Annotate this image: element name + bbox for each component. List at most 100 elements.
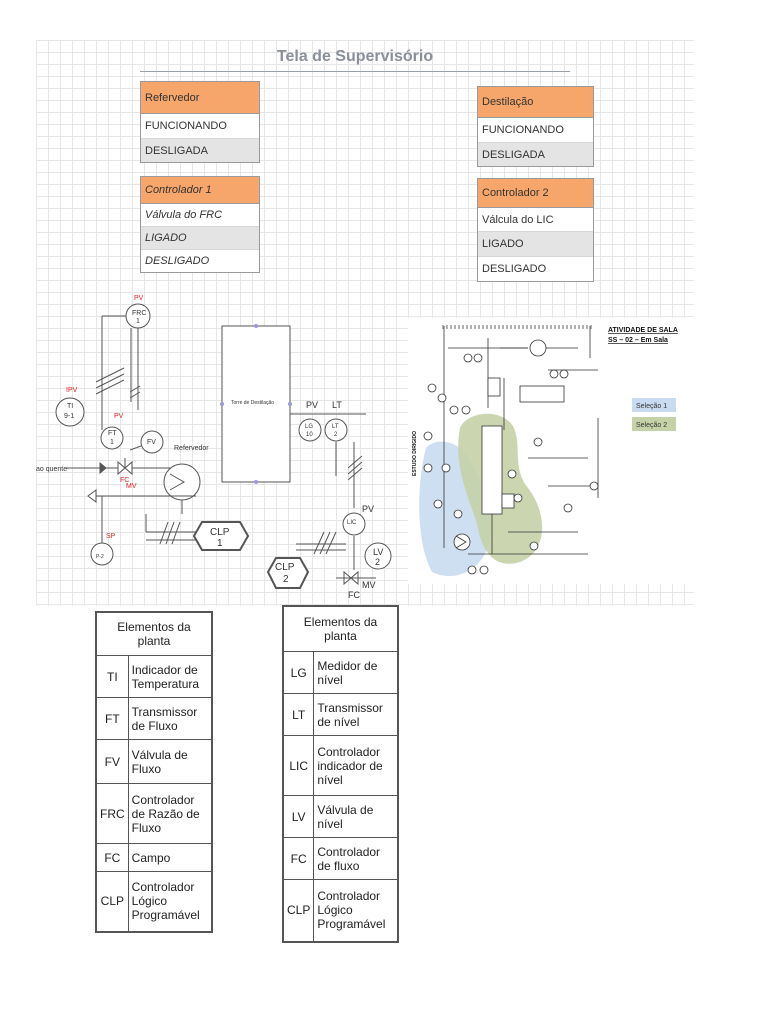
lv-label: LV — [373, 547, 383, 557]
sp-label: SP — [106, 533, 116, 540]
legend-2-desc: Transmissor de nível — [313, 693, 399, 736]
ti-num: 9-1 — [64, 413, 74, 420]
legend-2-abbr: CLP — [282, 879, 315, 942]
ti-instrument[interactable] — [55, 397, 85, 427]
controlador-1-valvula-label: Válvula do FRC — [141, 204, 259, 227]
lt-top-label: LT — [332, 400, 342, 410]
fc-label: FC — [120, 477, 129, 484]
pv-ft-label: PV — [114, 413, 124, 420]
legend-2-desc: Controlador de fluxo — [313, 837, 399, 880]
clp-2-num: 2 — [283, 574, 289, 585]
fc2-label: FC — [348, 590, 360, 600]
card-controlador-2-header: Controlador 2 — [478, 179, 593, 208]
legend-1-header: Elementos da planta — [95, 611, 213, 656]
page-title: Tela de Supervisório — [276, 48, 434, 65]
controlador-2-ligado-option[interactable]: LIGADO — [478, 232, 593, 257]
frc-num: 1 — [136, 318, 140, 325]
legend-2-header: Elementos da planta — [282, 605, 399, 652]
legend-2-abbr: FC — [282, 837, 315, 880]
card-controlador-2: Controlador 2 Válcula do LIC LIGADO DESL… — [477, 178, 594, 282]
legend-1-abbr: FRC — [95, 783, 129, 844]
selecao-1-swatch[interactable] — [632, 398, 676, 412]
controlador-2-valvula-label: Válcula do LIC — [478, 208, 593, 232]
refervedor-desligada-option[interactable]: DESLIGADA — [141, 139, 259, 162]
pv-top-label: PV — [134, 295, 144, 302]
ft-instrument[interactable] — [100, 426, 124, 450]
pv-lg-label: PV — [306, 400, 318, 410]
lt-num: 2 — [334, 432, 338, 438]
title-underline — [140, 71, 570, 72]
legend-1-abbr: CLP — [95, 871, 129, 932]
legend-1-abbr: FC — [95, 843, 129, 872]
lv-instrument[interactable] — [364, 542, 392, 570]
legend-2-abbr: LV — [282, 795, 315, 838]
lg-label: LG — [305, 424, 313, 430]
legend-2-desc: Válvula de nível — [313, 795, 399, 838]
pid-title-line2: SS – 02 – Em Sala — [608, 337, 668, 344]
legend-1-desc: Controlador de Razão de Fluxo — [127, 783, 213, 844]
pid-side-label: ESTUDO DIRIGIDO — [412, 431, 418, 476]
pv-lic-label: PV — [362, 504, 374, 514]
clp-1-label: CLP — [210, 527, 230, 538]
card-refervedor: Refervedor FUNCIONANDO DESLIGADA — [140, 81, 260, 163]
destilacao-funcionando-option[interactable]: FUNCIONANDO — [478, 118, 593, 143]
fv-instrument[interactable] — [140, 430, 164, 454]
card-refervedor-header: Refervedor — [141, 82, 259, 114]
legend-2-desc: Controlador Lógico Programável — [313, 879, 399, 942]
refervedor-label: Refervedor — [174, 445, 209, 452]
legend-1-desc: Campo — [127, 843, 213, 872]
refervedor-funcionando-option[interactable]: FUNCIONANDO — [141, 114, 259, 139]
ft-label: FT — [108, 430, 117, 437]
lv-num: 2 — [375, 557, 380, 567]
selecao-1-label: Seleção 1 — [636, 403, 667, 410]
mv2-label: MV — [362, 580, 376, 590]
selecao-2-label: Seleção 2 — [636, 422, 667, 429]
controlador-1-ligado-option[interactable]: LIGADO — [141, 227, 259, 250]
selecao-2-swatch[interactable] — [632, 417, 676, 431]
clp-1-controller[interactable] — [192, 521, 250, 551]
legend-2-desc: Medidor de nível — [313, 651, 399, 694]
controlador-2-desligado-option[interactable]: DESLIGADO — [482, 263, 547, 275]
clp-1-num: 1 — [217, 538, 223, 549]
ft-num: 1 — [110, 439, 114, 446]
sp-num: P-2 — [96, 554, 104, 560]
ti-label: TI — [67, 403, 73, 410]
torre-label: Torre de Destilação — [231, 400, 274, 406]
legend-2-abbr: LG — [282, 651, 315, 694]
legend-2-desc: Controlador indicador de nível — [313, 735, 399, 796]
legend-2-abbr: LT — [282, 693, 315, 736]
frc-label: FRC — [132, 310, 146, 317]
clp-2-label: CLP — [275, 562, 295, 573]
card-controlador-1: Controlador 1 Válvula do FRC LIGADO DESL… — [140, 176, 260, 273]
vapor-label: ao quente — [36, 466, 67, 473]
lic-label: LIC — [347, 520, 357, 526]
card-destilacao-header: Destilação — [478, 87, 593, 118]
ipv-label: IPV — [66, 387, 78, 394]
sp-instrument[interactable] — [90, 542, 114, 566]
pid-diagram: ATIVIDADE DE SALA SS – 02 – Em Sala ESTU… — [408, 318, 698, 584]
pid-title-line1: ATIVIDADE DE SALA — [608, 327, 678, 334]
lt-instrument[interactable] — [324, 418, 348, 442]
legend-1-desc: Válvula de Fluxo — [127, 739, 213, 784]
lg-instrument[interactable] — [298, 418, 322, 442]
card-controlador-1-header: Controlador 1 — [141, 177, 259, 204]
mv-label: MV — [126, 483, 137, 490]
controlador-1-desligado-option[interactable]: DESLIGADO — [145, 255, 210, 267]
legend-1-abbr: FV — [95, 739, 129, 784]
clp-2-controller[interactable] — [266, 557, 310, 589]
fv-label: FV — [147, 439, 156, 446]
reboiler — [163, 463, 201, 501]
legend-2-abbr: LIC — [282, 735, 315, 796]
legend-1-desc: Transmissor de Fluxo — [127, 697, 213, 740]
legend-1-desc: Indicador de Temperatura — [127, 655, 213, 698]
legend-1-desc: Controlador Lógico Programável — [127, 871, 213, 932]
destilacao-desligada-option[interactable]: DESLIGADA — [478, 143, 593, 166]
lic-instrument[interactable] — [342, 512, 366, 536]
lt-label: LT — [332, 424, 339, 430]
card-destilacao: Destilação FUNCIONANDO DESLIGADA — [477, 86, 594, 167]
legend-1-abbr: FT — [95, 697, 129, 740]
process-diagram: PV FRC 1 IPV TI 9-1 PV FT 1 FV Refervedo… — [36, 295, 392, 600]
lg-num: 10 — [306, 432, 313, 438]
